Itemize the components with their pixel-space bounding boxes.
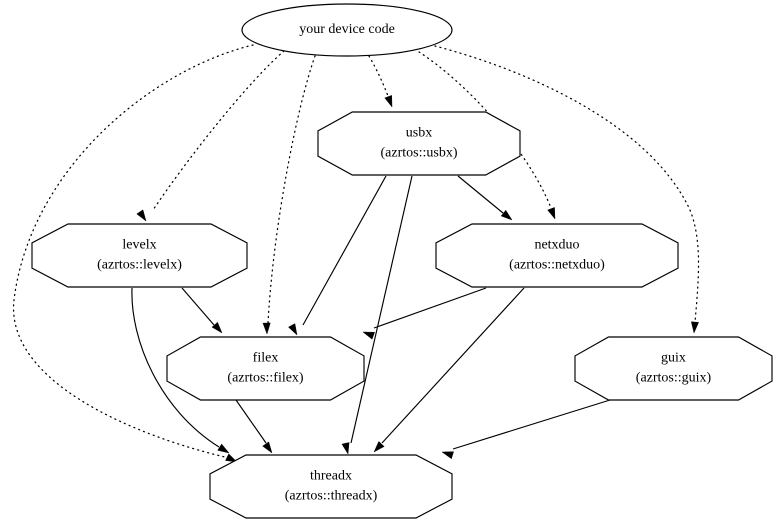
node-label-package: (azrtos::usbx)	[381, 146, 458, 161]
node-filex[interactable]: filex(azrtos::filex)	[166, 336, 365, 401]
edge-line	[381, 287, 525, 444]
edge-device-to-filex	[262, 55, 316, 335]
node-netxduo[interactable]: netxduo(azrtos::netxduo)	[435, 223, 679, 288]
node-guix[interactable]: guix(azrtos::guix)	[574, 336, 773, 401]
edge-line	[181, 287, 215, 326]
arrowhead	[384, 95, 393, 108]
nodes-layer: your device codeusbx(azrtos::usbx)levelx…	[31, 3, 773, 519]
arrowhead	[217, 443, 230, 454]
node-label-primary: your device code	[299, 22, 395, 37]
edge-line	[457, 175, 504, 214]
edge-line	[350, 175, 413, 444]
edge-device-to-guix	[434, 45, 700, 334]
edge-filex-to-threadx	[235, 399, 273, 454]
node-label-package: (azrtos::levelx)	[97, 258, 182, 273]
node-ellipse[interactable]	[241, 3, 453, 57]
edge-usbx-to-netxduo	[457, 175, 513, 221]
node-octagon[interactable]	[209, 454, 453, 519]
arrowhead	[288, 323, 298, 336]
arrowhead	[373, 441, 385, 453]
edge-levelx-to-threadx	[131, 287, 230, 454]
edge-line	[373, 287, 487, 329]
node-threadx[interactable]: threadx(azrtos::threadx)	[209, 454, 453, 519]
edge-device-to-levelx	[136, 50, 285, 222]
node-levelx[interactable]: levelx(azrtos::levelx)	[31, 223, 248, 288]
edge-usbx-to-threadx	[341, 175, 413, 455]
edge-line	[302, 175, 387, 326]
node-label-primary: netxduo	[534, 238, 579, 253]
node-octagon[interactable]	[435, 223, 679, 288]
edge-netxduo-to-threadx	[373, 287, 525, 453]
edge-levelx-to-filex	[181, 287, 223, 334]
edge-line	[434, 45, 700, 323]
edge-device-to-usbx	[368, 55, 393, 108]
edge-line	[267, 55, 316, 324]
edge-netxduo-to-filex	[362, 287, 487, 340]
node-octagon[interactable]	[574, 336, 773, 401]
node-octagon[interactable]	[166, 336, 365, 401]
node-label-primary: threadx	[310, 469, 352, 484]
arrowhead	[441, 451, 454, 460]
node-octagon[interactable]	[317, 111, 521, 176]
node-label-package: (azrtos::threadx)	[285, 489, 378, 504]
edge-line	[152, 50, 285, 211]
edge-line	[368, 55, 389, 97]
edges-layer	[13, 44, 700, 463]
edge-guix-to-threadx	[441, 399, 611, 460]
edge-line	[418, 51, 552, 209]
arrowhead	[225, 453, 238, 463]
node-label-package: (azrtos::guix)	[636, 371, 712, 386]
node-device[interactable]: your device code	[241, 3, 453, 57]
edge-usbx-to-filex	[288, 175, 387, 336]
edge-line	[235, 399, 267, 444]
edge-device-to-threadx	[13, 44, 254, 463]
arrowhead	[362, 331, 375, 340]
arrowhead	[262, 441, 273, 454]
edge-device-to-netxduo	[418, 51, 556, 220]
node-label-primary: levelx	[122, 238, 156, 253]
edge-line	[131, 287, 220, 448]
node-usbx[interactable]: usbx(azrtos::usbx)	[317, 111, 521, 176]
node-label-primary: usbx	[406, 126, 432, 141]
arrowhead	[262, 322, 271, 335]
node-label-primary: guix	[661, 351, 686, 366]
edge-line	[13, 44, 254, 459]
node-octagon[interactable]	[31, 223, 248, 288]
arrowhead	[136, 209, 147, 222]
node-label-primary: filex	[253, 351, 279, 366]
arrowhead	[691, 321, 699, 334]
node-label-package: (azrtos::filex)	[227, 371, 304, 386]
arrowhead	[500, 209, 513, 221]
edge-line	[452, 399, 611, 450]
arrowhead	[211, 321, 223, 334]
arrowhead	[547, 207, 556, 220]
arrowhead	[341, 442, 350, 455]
node-label-package: (azrtos::netxduo)	[509, 258, 605, 273]
